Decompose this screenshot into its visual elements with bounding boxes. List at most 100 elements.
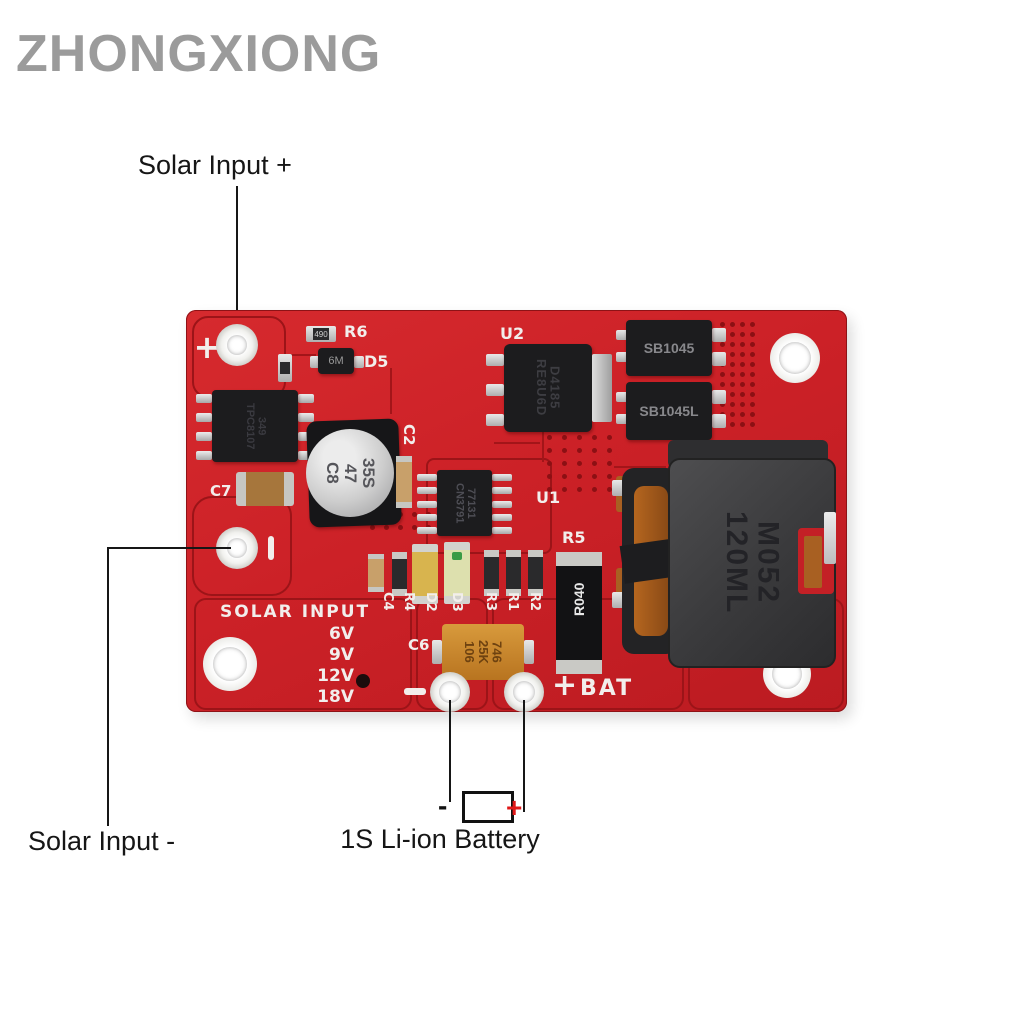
- d5-pad: [354, 356, 364, 368]
- via-grid: [547, 435, 622, 500]
- ref-c4: C4: [380, 592, 395, 611]
- silkscreen-bat: BAT: [580, 676, 634, 701]
- regulator-d4185: RE8U6D D4185: [504, 344, 592, 432]
- label-solar-input-plus: Solar Input +: [138, 150, 292, 180]
- trace-segment: [494, 442, 540, 444]
- mounting-hole: [770, 333, 820, 383]
- ref-d2: D2: [423, 592, 438, 612]
- battery-minus-sign: -: [438, 790, 448, 821]
- diode-lead: [616, 330, 628, 340]
- resistor-r2: [528, 550, 543, 596]
- led-d2: [412, 544, 438, 604]
- label-battery: 1S Li-ion Battery: [340, 824, 540, 854]
- callout-line-solar-minus: [107, 547, 231, 549]
- resistor-r4: [392, 552, 407, 596]
- voltage-option: 6V: [329, 624, 354, 644]
- solar-plus-hole: [227, 335, 247, 355]
- callout-line-solar-minus: [107, 547, 109, 826]
- mounting-hole: [203, 637, 257, 691]
- c6-pad: [524, 640, 534, 664]
- cap-c7: [236, 472, 294, 506]
- ref-c6: C6: [408, 636, 430, 654]
- resistor-r1: [506, 550, 521, 596]
- ref-r6: R6: [344, 322, 368, 341]
- trace-segment: [286, 354, 316, 356]
- inductor-solder: [612, 592, 624, 608]
- silkscreen-minus-bar: [268, 536, 274, 560]
- pcb-board: + 490 R6 6M D5 TPC8107 349 C8: [186, 310, 847, 712]
- ref-r2: R2: [527, 592, 542, 612]
- u1-leads-left: [417, 474, 437, 534]
- diode-lead: [712, 352, 726, 366]
- ref-r1: R1: [505, 592, 520, 612]
- trace-segment: [542, 406, 544, 462]
- resistor-r3: [484, 550, 499, 596]
- mosfet-leads-left: [196, 394, 212, 460]
- bat-plus-pad: [504, 672, 544, 712]
- ref-c2: C2: [400, 424, 418, 446]
- diode-lead: [616, 352, 628, 362]
- diode-sb1045l: SB1045L: [626, 382, 712, 440]
- cap-c8-top: C8 47 35S: [306, 429, 394, 517]
- ref-c7: C7: [210, 482, 232, 500]
- ref-r3: R3: [483, 592, 498, 612]
- brand-watermark: ZHONGXIONG: [16, 25, 382, 83]
- copper-pour-panel: [194, 598, 412, 710]
- mosfet-tpc8107: TPC8107 349: [212, 390, 298, 462]
- ref-u2: U2: [500, 324, 525, 343]
- u2-lead: [486, 414, 504, 426]
- diode-lead: [712, 390, 726, 404]
- solder-dot: [356, 674, 370, 688]
- d5-pad: [310, 356, 320, 368]
- solar-minus-hole: [227, 538, 247, 558]
- battery-plus-sign: +: [506, 792, 523, 823]
- diode-lead: [616, 392, 628, 402]
- battery-symbol: [462, 791, 514, 823]
- cap-c4: [368, 554, 384, 592]
- ref-d5: D5: [364, 352, 389, 371]
- battery-wire-minus: [449, 700, 451, 802]
- diode-lead: [616, 414, 628, 424]
- silkscreen-bat-plus: +: [552, 668, 578, 703]
- trace-segment: [390, 368, 392, 414]
- c6-pad: [432, 640, 442, 664]
- bat-plus-hole: [513, 681, 535, 703]
- via-grid: [720, 322, 760, 432]
- u1-leads-right: [492, 474, 512, 534]
- solar-plus-pad: [216, 324, 258, 366]
- u2-lead: [486, 384, 504, 396]
- callout-line-solar-plus: [236, 186, 238, 347]
- ref-d3: D3: [449, 592, 464, 612]
- label-solar-input-minus: Solar Input -: [28, 826, 176, 856]
- diode-sb1045: SB1045: [626, 320, 712, 376]
- ref-r5: R5: [562, 528, 586, 547]
- mosfet-leads-right: [298, 394, 314, 460]
- u2-lead: [486, 354, 504, 366]
- resistor-r6: 490: [306, 326, 336, 342]
- voltage-option: 18V: [317, 687, 354, 707]
- voltage-option: 9V: [329, 645, 354, 665]
- led-d3: [444, 542, 470, 604]
- small-resistor: [278, 354, 292, 382]
- silkscreen-solar-input: SOLAR INPUT: [220, 602, 371, 622]
- ref-r4: R4: [401, 592, 416, 612]
- resistor-r6-marking: 490: [313, 328, 329, 340]
- voltage-option: 12V: [317, 666, 354, 686]
- ic-cn3791: CN3791 77131: [437, 470, 492, 536]
- cap-c6-tantalum: 106 25K 746: [442, 624, 524, 680]
- trace-segment: [614, 466, 666, 468]
- ref-u1: U1: [536, 488, 561, 507]
- silkscreen-bat-minus: [404, 688, 426, 695]
- resistor-r040: R040: [556, 552, 602, 674]
- voltage-list: 6V 9V 12V 18V: [286, 624, 354, 708]
- inductor-solder: [612, 480, 624, 496]
- inductor-solder: [824, 512, 836, 564]
- silkscreen-plus: +: [193, 328, 221, 366]
- battery-wire-plus: [523, 700, 525, 812]
- cap-c2: [396, 456, 412, 508]
- diode-lead: [712, 414, 726, 428]
- bat-minus-hole: [439, 681, 461, 703]
- diode-d5: 6M: [318, 348, 354, 374]
- diode-lead: [712, 328, 726, 342]
